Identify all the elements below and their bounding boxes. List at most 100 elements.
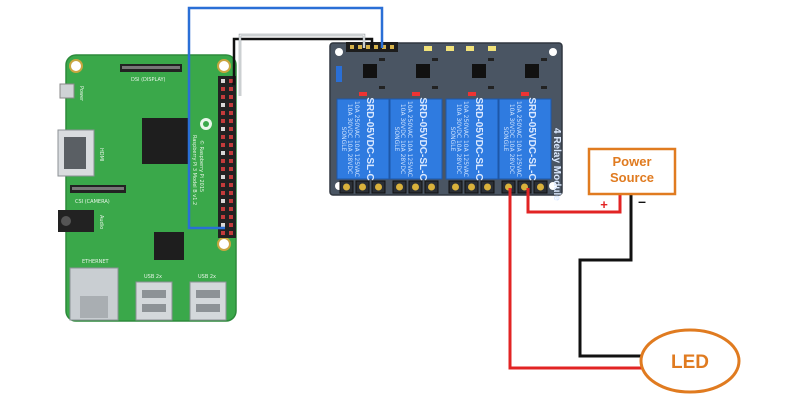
usb-controller-chip (154, 232, 184, 260)
gpio-pin (221, 191, 225, 195)
gpio-pin (221, 127, 225, 131)
gpio-header (218, 76, 236, 238)
gpio-pin (229, 215, 233, 219)
relay-model-label: SRD-05VDC-SL-C (364, 97, 375, 180)
gpio-pin (229, 135, 233, 139)
silk-model: Raspberry Pi 3 Model B v1.2 (191, 135, 197, 205)
relay-header-pin (366, 45, 370, 49)
relay-brand-label: SONGLE (393, 127, 400, 152)
gpio-pin (221, 111, 225, 115)
status-led (412, 92, 420, 96)
gpio-pin (221, 103, 225, 107)
gpio-pin (229, 223, 233, 227)
gpio-pin (229, 111, 233, 115)
gpio-pin (221, 183, 225, 187)
resistor (432, 58, 438, 61)
mounting-hole (335, 48, 343, 56)
gpio-pin (221, 135, 225, 139)
optocoupler-chip (472, 64, 486, 78)
silk-copyright: © Raspberry Pi 2015 (198, 140, 205, 192)
terminal-screw (537, 183, 544, 191)
gpio-pin (221, 167, 225, 171)
mounting-hole (69, 59, 83, 73)
terminal-screw (484, 183, 491, 191)
gpio-pin (221, 159, 225, 163)
terminal-screw (343, 183, 350, 191)
terminal-screw (375, 183, 382, 191)
gpio-pin (229, 127, 233, 131)
gpio-pin (229, 183, 233, 187)
gpio-pin (229, 191, 233, 195)
gpio-pin (221, 207, 225, 211)
relay-header-pin (358, 45, 362, 49)
optocoupler-chip (416, 64, 430, 78)
silk-hdmi: HDMI (98, 148, 104, 161)
mounting-hole (549, 48, 557, 56)
gpio-pin (229, 167, 233, 171)
power-port (59, 83, 75, 99)
relay-model-label: SRD-05VDC-SL-C (417, 97, 428, 180)
silk-usb-b: USB 2x (198, 274, 216, 280)
mounting-hole (217, 237, 231, 251)
gpio-pin (221, 79, 225, 83)
gpio-pin (229, 95, 233, 99)
relay-brand-label: SONGLE (502, 127, 509, 152)
gpio-pin (229, 175, 233, 179)
led-label: LED (671, 352, 709, 373)
gpio-header-body (218, 76, 236, 238)
gpio-pin (221, 175, 225, 179)
relay-block (445, 98, 499, 180)
relay-rating-label: 10A 250VAC 10A 125VAC (353, 101, 360, 177)
wire-red-led (508, 188, 644, 370)
terminal-screw (428, 183, 435, 191)
indicator-led (488, 46, 496, 51)
gpio-pin (229, 103, 233, 107)
gpio-pin (229, 151, 233, 155)
relay-header-pin (382, 45, 386, 49)
gpio-pin (221, 199, 225, 203)
relay-brand-label: SONGLE (340, 127, 347, 152)
silk-usb-a: USB 2x (144, 274, 162, 280)
relay-rating-label: 10A 30VDC 10A 28VDC (399, 104, 406, 174)
relay-rating-label: 10A 250VAC 10A 125VAC (515, 101, 522, 177)
minus-sign: – (638, 193, 646, 209)
gpio-pin (229, 143, 233, 147)
wire-black-ground (232, 37, 374, 86)
power-source-label-line1: Power (612, 154, 651, 169)
gpio-pin (229, 87, 233, 91)
relay-block (498, 98, 552, 180)
gpio-pin (229, 231, 233, 235)
wire-black-led (578, 194, 642, 358)
gpio-pin (221, 231, 225, 235)
optocoupler-chip (525, 64, 539, 78)
usb-port-b (189, 281, 227, 321)
indicator-led (424, 46, 432, 51)
gpio-pin (229, 159, 233, 163)
terminal-screw (468, 183, 475, 191)
gpio-pin (221, 95, 225, 99)
gpio-pin (221, 87, 225, 91)
relay-header-pin (374, 45, 378, 49)
wire-blue-signal (187, 6, 384, 230)
silk-power: Power (78, 86, 84, 102)
gpio-pin (229, 199, 233, 203)
relay-rating-label: 10A 30VDC 10A 28VDC (508, 104, 515, 174)
terminal-screw (452, 183, 459, 191)
resistor (488, 58, 494, 61)
audio-jack (58, 210, 94, 232)
led-component: LED (639, 328, 741, 394)
terminal-screw (359, 183, 366, 191)
relay-rating-label: 10A 30VDC 10A 28VDC (455, 104, 462, 174)
resistor (541, 58, 547, 61)
relay-header-pin (350, 45, 354, 49)
power-source-label-line2: Source (610, 170, 654, 185)
raspberry-pi-board: DSI (DISPLAY) Power HDMI Raspberry Pi 3 … (57, 54, 237, 322)
relay-block (389, 98, 443, 180)
status-led (521, 92, 529, 96)
wire-red-positive (526, 188, 622, 214)
relay-model-label: SRD-05VDC-SL-C (473, 97, 484, 180)
jumper (336, 66, 342, 82)
silk-audio: Audio (98, 215, 104, 229)
